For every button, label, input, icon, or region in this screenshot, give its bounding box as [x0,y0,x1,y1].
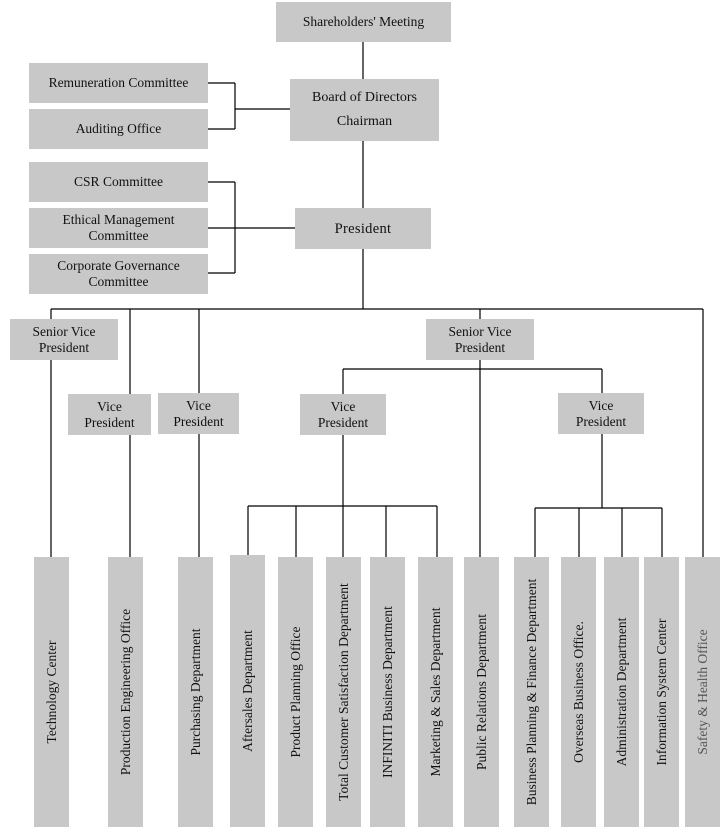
shareholders-meeting-box: Shareholders' Meeting [276,2,451,42]
dept-infiniti-business: INFINITI Business Department [370,557,405,827]
vp-admin-line2: President [575,413,627,429]
vp-admin-line1: Vice [588,397,614,413]
governance-line2: Committee [88,274,149,289]
senior-vice-president-right-box: Senior Vice President [426,319,534,360]
dept-administration: Administration Department [604,557,639,827]
vice-president-purchasing-box: Vice President [158,393,239,434]
dept-label: Public Relations Department [473,614,489,770]
remuneration-committee-box: Remuneration Committee [29,63,208,103]
board-line1: Board of Directors [312,90,417,105]
dept-label: Marketing & Sales Department [427,607,443,777]
dept-label: Information System Center [653,618,669,766]
dept-business-planning-finance: Business Planning & Finance Department [514,557,549,827]
vice-president-customer-box: Vice President [300,394,386,435]
csr-committee-box: CSR Committee [29,162,208,202]
dept-aftersales-department: Aftersales Department [230,555,265,827]
vp-customer-line1: Vice [330,398,356,414]
governance-line1: Corporate Governance [57,258,180,273]
dept-label: Administration Department [613,617,629,767]
vp-purchasing-line1: Vice [186,397,211,413]
dept-overseas-business-office: Overseas Business Office. [561,557,596,827]
dept-marketing-sales: Marketing & Sales Department [418,557,453,827]
dept-label: Overseas Business Office. [570,621,586,763]
dept-safety-health-office: Safety & Health Office [685,557,720,827]
svp-left-line1: Senior Vice [32,323,96,339]
dept-label: Purchasing Department [187,628,203,756]
dept-label: Business Planning & Finance Department [523,578,539,806]
csr-committee-label: CSR Committee [74,174,163,189]
svp-right-line2: President [454,339,506,355]
remuneration-committee-label: Remuneration Committee [48,75,189,90]
vice-president-admin-box: Vice President [558,393,644,434]
vp-production-line2: President [84,414,135,430]
dept-production-engineering-office: Production Engineering Office [108,557,143,827]
dept-technology-center: Technology Center [34,557,69,827]
ethical-line1: Ethical Management [62,212,175,227]
president-box: President [295,208,431,249]
auditing-office-label: Auditing Office [75,121,162,136]
senior-vice-president-left-box: Senior Vice President [10,319,118,360]
dept-public-relations: Public Relations Department [464,557,499,827]
dept-purchasing-department: Purchasing Department [178,557,213,827]
auditing-office-box: Auditing Office [29,109,208,149]
svp-right-line1: Senior Vice [448,323,512,339]
dept-total-customer-satisfaction: Total Customer Satisfaction Department [326,557,361,827]
ethical-line2: Committee [88,228,149,243]
vp-production-line1: Vice [97,398,122,414]
vice-president-production-box: Vice President [68,394,151,435]
vp-purchasing-line2: President [173,413,224,429]
ethical-management-committee-box: Ethical Management Committee [29,208,208,248]
dept-product-planning-office: Product Planning Office [278,557,313,827]
dept-label: Total Customer Satisfaction Department [335,583,351,801]
dept-label: Aftersales Department [239,630,255,752]
dept-information-system-center: Information System Center [644,557,679,827]
dept-label: Production Engineering Office [117,608,133,776]
dept-label: Product Planning Office [287,626,303,758]
vp-customer-line2: President [317,414,369,430]
svp-left-line2: President [38,339,90,355]
dept-label: INFINITI Business Department [379,606,395,778]
board-line2: Chairman [336,114,393,129]
president-label: President [334,220,392,237]
shareholders-meeting-label: Shareholders' Meeting [302,14,425,29]
dept-label: Safety & Health Office [694,629,710,755]
board-of-directors-box: Board of Directors Chairman [290,79,439,141]
dept-label: Technology Center [43,640,59,744]
corporate-governance-committee-box: Corporate Governance Committee [29,254,208,294]
